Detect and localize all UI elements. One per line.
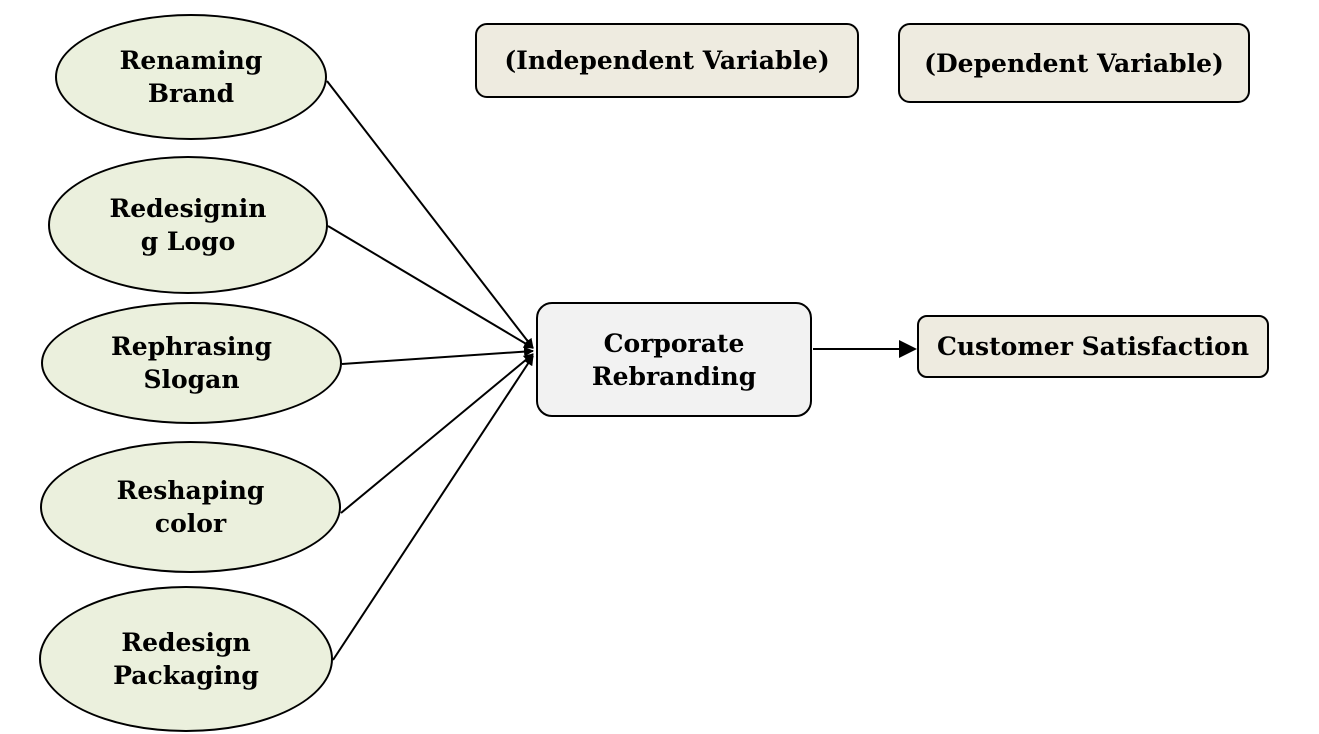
- factor-line-2: Slogan: [143, 365, 240, 394]
- factor-renaming-brand: Renaming Brand: [55, 14, 327, 140]
- factor-redesign-packaging: Redesign Packaging: [39, 586, 333, 732]
- factor-line-1: Redesignin: [109, 194, 267, 223]
- arrow-redesigning-logo: [327, 225, 534, 349]
- dependent-variable-text: (Dependent Variable): [924, 48, 1224, 78]
- factor-line-1: Redesign: [121, 628, 251, 657]
- independent-variable-label: (Independent Variable): [475, 23, 859, 98]
- arrow-rephrasing-slogan: [341, 346, 534, 365]
- center-line-1: Corporate: [603, 328, 745, 358]
- arrow-renaming-brand: [326, 80, 534, 349]
- dependent-variable-label: (Dependent Variable): [898, 23, 1250, 103]
- factor-line-1: Rephrasing: [111, 332, 272, 361]
- arrow-redesign-packaging: [332, 355, 534, 661]
- factor-line-2: color: [154, 509, 227, 538]
- factor-reshaping-color: Reshaping color: [40, 441, 341, 573]
- arrow-reshaping-color: [340, 353, 534, 514]
- customer-satisfaction-text: Customer Satisfaction: [936, 332, 1250, 361]
- factor-rephrasing-slogan: Rephrasing Slogan: [41, 302, 342, 424]
- center-line-2: Rebranding: [591, 361, 757, 391]
- independent-variable-text: (Independent Variable): [504, 46, 830, 75]
- factor-line-2: Packaging: [113, 661, 259, 690]
- corporate-rebranding-box: Corporate Rebranding: [536, 302, 812, 417]
- factor-redesigning-logo: Redesignin g Logo: [48, 156, 328, 294]
- factor-line-2: Brand: [147, 79, 235, 108]
- factor-line-1: Renaming: [119, 46, 263, 75]
- factor-line-2: g Logo: [140, 227, 236, 256]
- factor-line-1: Reshaping: [116, 476, 265, 505]
- customer-satisfaction-box: Customer Satisfaction: [917, 315, 1269, 378]
